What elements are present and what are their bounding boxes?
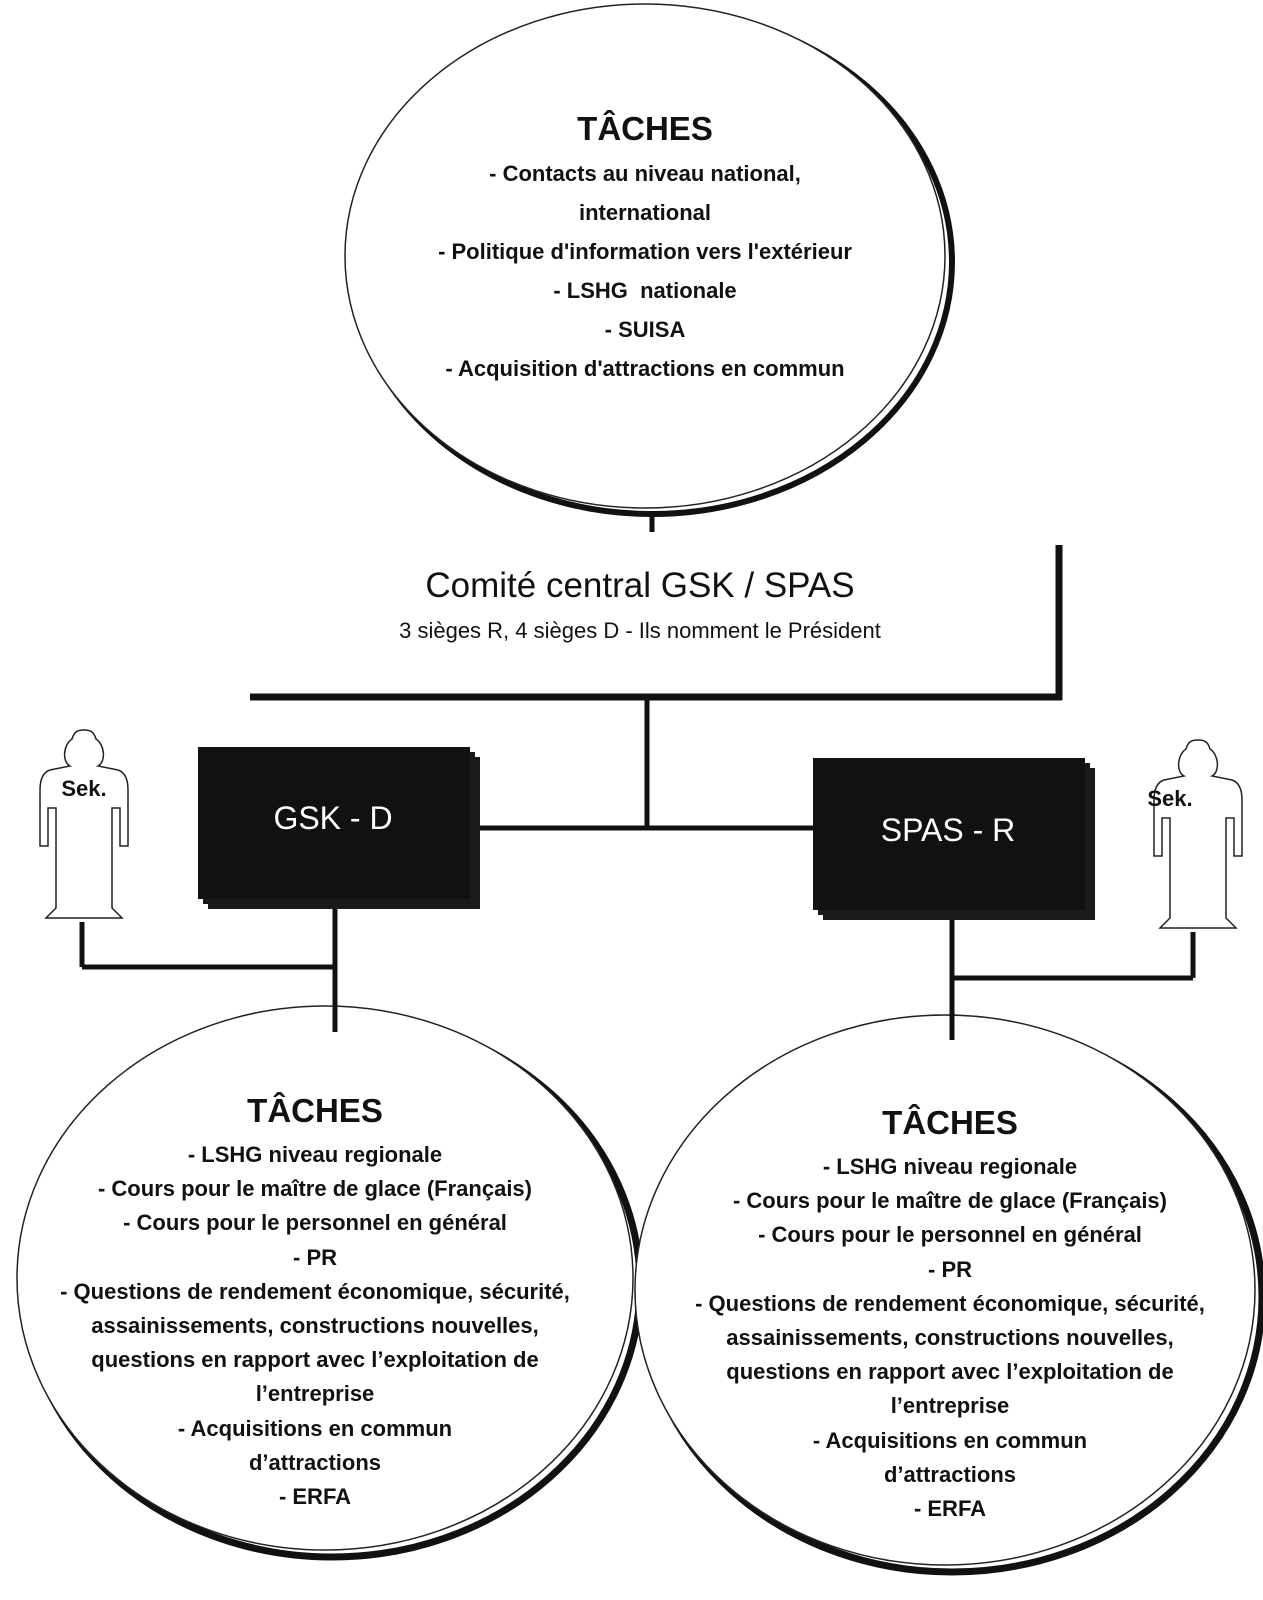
left-task-item: assainissements, constructions nouvelles… bbox=[91, 1313, 539, 1339]
right-task-item: - Cours pour le personnel en général bbox=[758, 1222, 1142, 1248]
top-tasks-ellipse bbox=[344, 3, 946, 509]
left-person-icon bbox=[39, 729, 129, 919]
right-task-item: - Cours pour le maître de glace (Françai… bbox=[732, 1188, 1167, 1214]
top-tasks-heading: TÂCHES bbox=[577, 110, 713, 147]
left-task-item: - Cours pour le maître de glace (Françai… bbox=[97, 1176, 532, 1202]
left-secretariat-label: Sek. bbox=[61, 776, 107, 801]
top-task-item: - Politique d'information vers l'extérie… bbox=[438, 239, 852, 264]
left-tasks: TÂCHES - LSHG niveau regionale - Cours p… bbox=[15, 1092, 615, 1514]
right-task-item: l’entreprise bbox=[890, 1393, 1010, 1419]
right-task-item: - Questions de rendement économique, séc… bbox=[695, 1290, 1205, 1316]
gsk-box-label: GSK - D bbox=[273, 800, 393, 836]
central-committee-title: Comité central GSK / SPAS bbox=[425, 566, 855, 605]
left-task-item: l’entreprise bbox=[255, 1381, 375, 1407]
right-task-item: assainissements, constructions nouvelles… bbox=[726, 1325, 1174, 1351]
top-task-item: - LSHG nationale bbox=[553, 278, 737, 303]
top-task-item: - Acquisition d'attractions en commun bbox=[445, 356, 845, 381]
top-task-item: - SUISA bbox=[604, 317, 686, 342]
right-task-item: d’attractions bbox=[883, 1461, 1017, 1487]
top-task-item: - Contacts au niveau national, bbox=[489, 161, 801, 186]
top-task-item: international bbox=[578, 200, 711, 225]
left-task-item: - Questions de rendement économique, séc… bbox=[60, 1278, 570, 1304]
left-task-item: - ERFA bbox=[278, 1484, 352, 1510]
right-tasks: TÂCHES - LSHG niveau regionale - Cours p… bbox=[650, 1104, 1250, 1526]
left-tasks-heading: TÂCHES bbox=[247, 1092, 383, 1129]
right-tasks-heading: TÂCHES bbox=[882, 1104, 1018, 1141]
left-task-item: - LSHG niveau regionale bbox=[187, 1142, 443, 1167]
spas-box bbox=[813, 758, 1095, 920]
connector-lines bbox=[79, 512, 1196, 1040]
right-person-icon bbox=[1153, 739, 1243, 929]
central-committee-subtitle: 3 sièges R, 4 sièges D - Ils nomment le … bbox=[399, 618, 881, 643]
left-task-item: - Cours pour le personnel en général bbox=[123, 1210, 507, 1236]
right-task-item: - ERFA bbox=[913, 1496, 987, 1522]
left-task-item: questions en rapport avec l’exploitation… bbox=[91, 1347, 539, 1373]
right-task-item: questions en rapport avec l’exploitation… bbox=[726, 1359, 1174, 1385]
gsk-box bbox=[198, 747, 480, 909]
top-tasks: TÂCHES - Contacts au niveau national, in… bbox=[355, 110, 935, 388]
left-task-item: - Acquisitions en commun bbox=[177, 1415, 453, 1441]
right-task-item: - LSHG niveau regionale bbox=[822, 1154, 1078, 1179]
left-tasks-ellipse bbox=[16, 1005, 634, 1551]
right-secretariat-label: Sek. bbox=[1147, 786, 1193, 811]
spas-box-label: SPAS - R bbox=[880, 812, 1016, 848]
right-task-item: - Acquisitions en commun bbox=[812, 1427, 1088, 1453]
right-tasks-ellipse bbox=[634, 1014, 1256, 1566]
left-task-item: d’attractions bbox=[248, 1449, 382, 1475]
right-task-item: - PR bbox=[928, 1256, 972, 1282]
left-task-item: - PR bbox=[293, 1244, 337, 1270]
